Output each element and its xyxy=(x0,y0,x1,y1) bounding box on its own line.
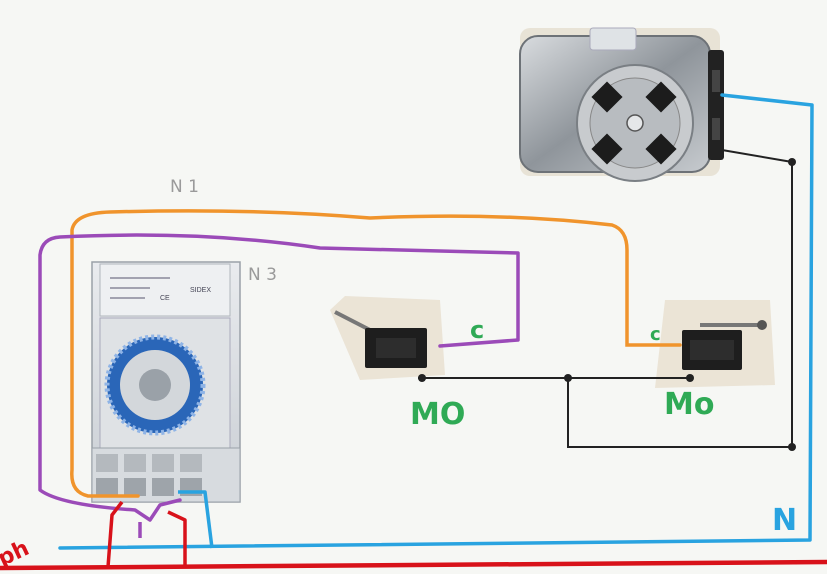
wire-phase xyxy=(0,559,827,571)
junction-dot xyxy=(418,374,426,382)
label-n3: N 3 xyxy=(248,265,277,285)
wire-n1 xyxy=(70,209,682,498)
motor-top-clip xyxy=(589,27,637,51)
timer-terminal-bottom-1 xyxy=(96,478,118,496)
wire-neutral-timer xyxy=(178,490,214,549)
motor-terminal-1 xyxy=(712,70,720,92)
timer-ce-mark: CE xyxy=(160,295,170,302)
label-switch2-common: c xyxy=(650,324,661,345)
wire-motor-return xyxy=(721,149,793,447)
label-switch1-common: c xyxy=(470,316,484,344)
timer-switch-icon: SIDEX CE xyxy=(91,261,241,503)
timer-terminal-top-4 xyxy=(180,454,202,472)
wire-no-to-motor xyxy=(567,378,792,448)
signal-wires xyxy=(418,149,793,448)
switch2-roller xyxy=(757,320,767,330)
motor xyxy=(519,27,724,182)
motor-terminal-2 xyxy=(712,118,720,140)
micro-switch-icon xyxy=(655,300,775,388)
timer-brand: SIDEX xyxy=(190,287,211,294)
timer-terminal-top-1 xyxy=(96,454,118,472)
motor-terminal-block xyxy=(708,50,724,160)
label-switch1-no: MO xyxy=(410,397,465,432)
timer-terminal-bottom-2 xyxy=(124,478,146,496)
timer-terminal-top-2 xyxy=(124,454,146,472)
wire-phase-timer-1 xyxy=(106,500,124,568)
timer-label-panel xyxy=(99,263,231,317)
timer-dial-segments xyxy=(104,334,206,436)
switch1-lever xyxy=(334,310,371,332)
micro-switch-icon xyxy=(330,296,445,380)
label-switch2-no: Mo xyxy=(664,387,714,422)
timer-terminal-bottom-3 xyxy=(152,478,174,496)
junction-dot xyxy=(564,374,572,382)
junction-dot xyxy=(788,443,796,451)
junction-dot xyxy=(788,158,796,166)
junction-dot xyxy=(686,374,694,382)
switch1-face xyxy=(376,338,416,358)
switch2-face xyxy=(690,340,734,360)
wire-phase-timer-2 xyxy=(167,510,187,566)
label-neutral: N xyxy=(772,503,797,538)
wire-n3 xyxy=(38,233,520,522)
motor-shaft xyxy=(626,114,644,132)
label-n1: N 1 xyxy=(170,177,199,197)
wire-neutral xyxy=(58,93,814,550)
timer-dial-knob xyxy=(139,369,171,401)
timer-terminal-top-3 xyxy=(152,454,174,472)
